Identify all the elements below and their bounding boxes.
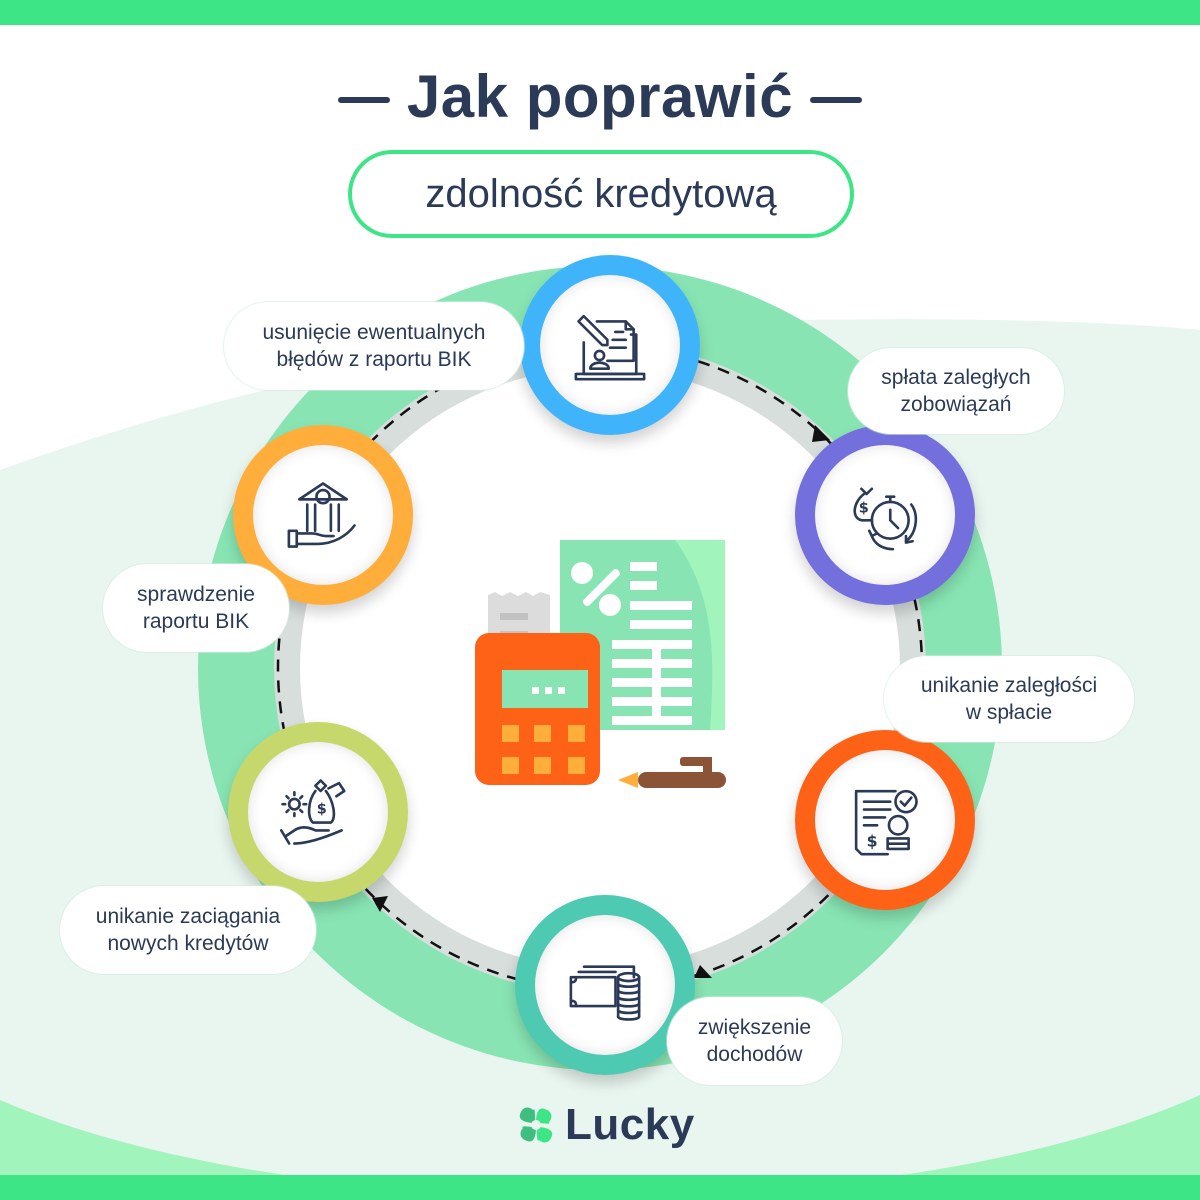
title-dash-right: [810, 97, 862, 103]
subtitle-text: zdolność kredytową: [425, 171, 777, 216]
subtitle-pill: zdolność kredytową: [348, 150, 854, 238]
step-label-check-bik-report: sprawdzenie raportu BIK: [103, 564, 289, 652]
step-label-increase-income: zwiększenie dochodów: [667, 997, 842, 1085]
brand-logo: Lucky: [515, 1100, 695, 1150]
hand-money-bag-gear-icon: $: [279, 779, 346, 845]
step-node-repay-debts: $: [795, 425, 975, 605]
bottom-brand-bar: [0, 1175, 1200, 1200]
calculator-and-document-icon: [475, 540, 726, 788]
clover-logo-icon: [519, 1107, 553, 1143]
laptop-document-edit-icon: [574, 314, 646, 381]
invoice-coins-check-icon: $: [854, 789, 918, 856]
step-node-avoid-new-loans: $: [228, 722, 408, 902]
step-node-avoid-arrears: $: [795, 730, 975, 910]
page-title: Jak poprawić: [406, 63, 794, 130]
step-node-report-errors: [520, 255, 700, 435]
step-label-avoid-new-loans: unikanie zaciągania nowych kredytów: [60, 886, 316, 974]
title-dash-left: [338, 97, 390, 103]
step-label-avoid-arrears: unikanie zaległości w spłacie: [884, 656, 1134, 742]
step-label-repay-debts: spłata zaległych zobowiązań: [848, 348, 1064, 434]
step-label-report-errors: usunięcie ewentualnych błędów z raportu …: [224, 302, 524, 390]
step-node-increase-income: [515, 895, 695, 1075]
svg-text:$: $: [317, 801, 327, 817]
svg-text:$: $: [867, 831, 878, 850]
money-bag-stopwatch-icon: $: [853, 487, 918, 551]
banknotes-coins-icon: [569, 965, 641, 1021]
top-brand-bar: [0, 0, 1200, 25]
hand-bank-icon: [287, 482, 356, 548]
svg-text:$: $: [859, 500, 869, 516]
logo-text: Lucky: [565, 1100, 695, 1149]
